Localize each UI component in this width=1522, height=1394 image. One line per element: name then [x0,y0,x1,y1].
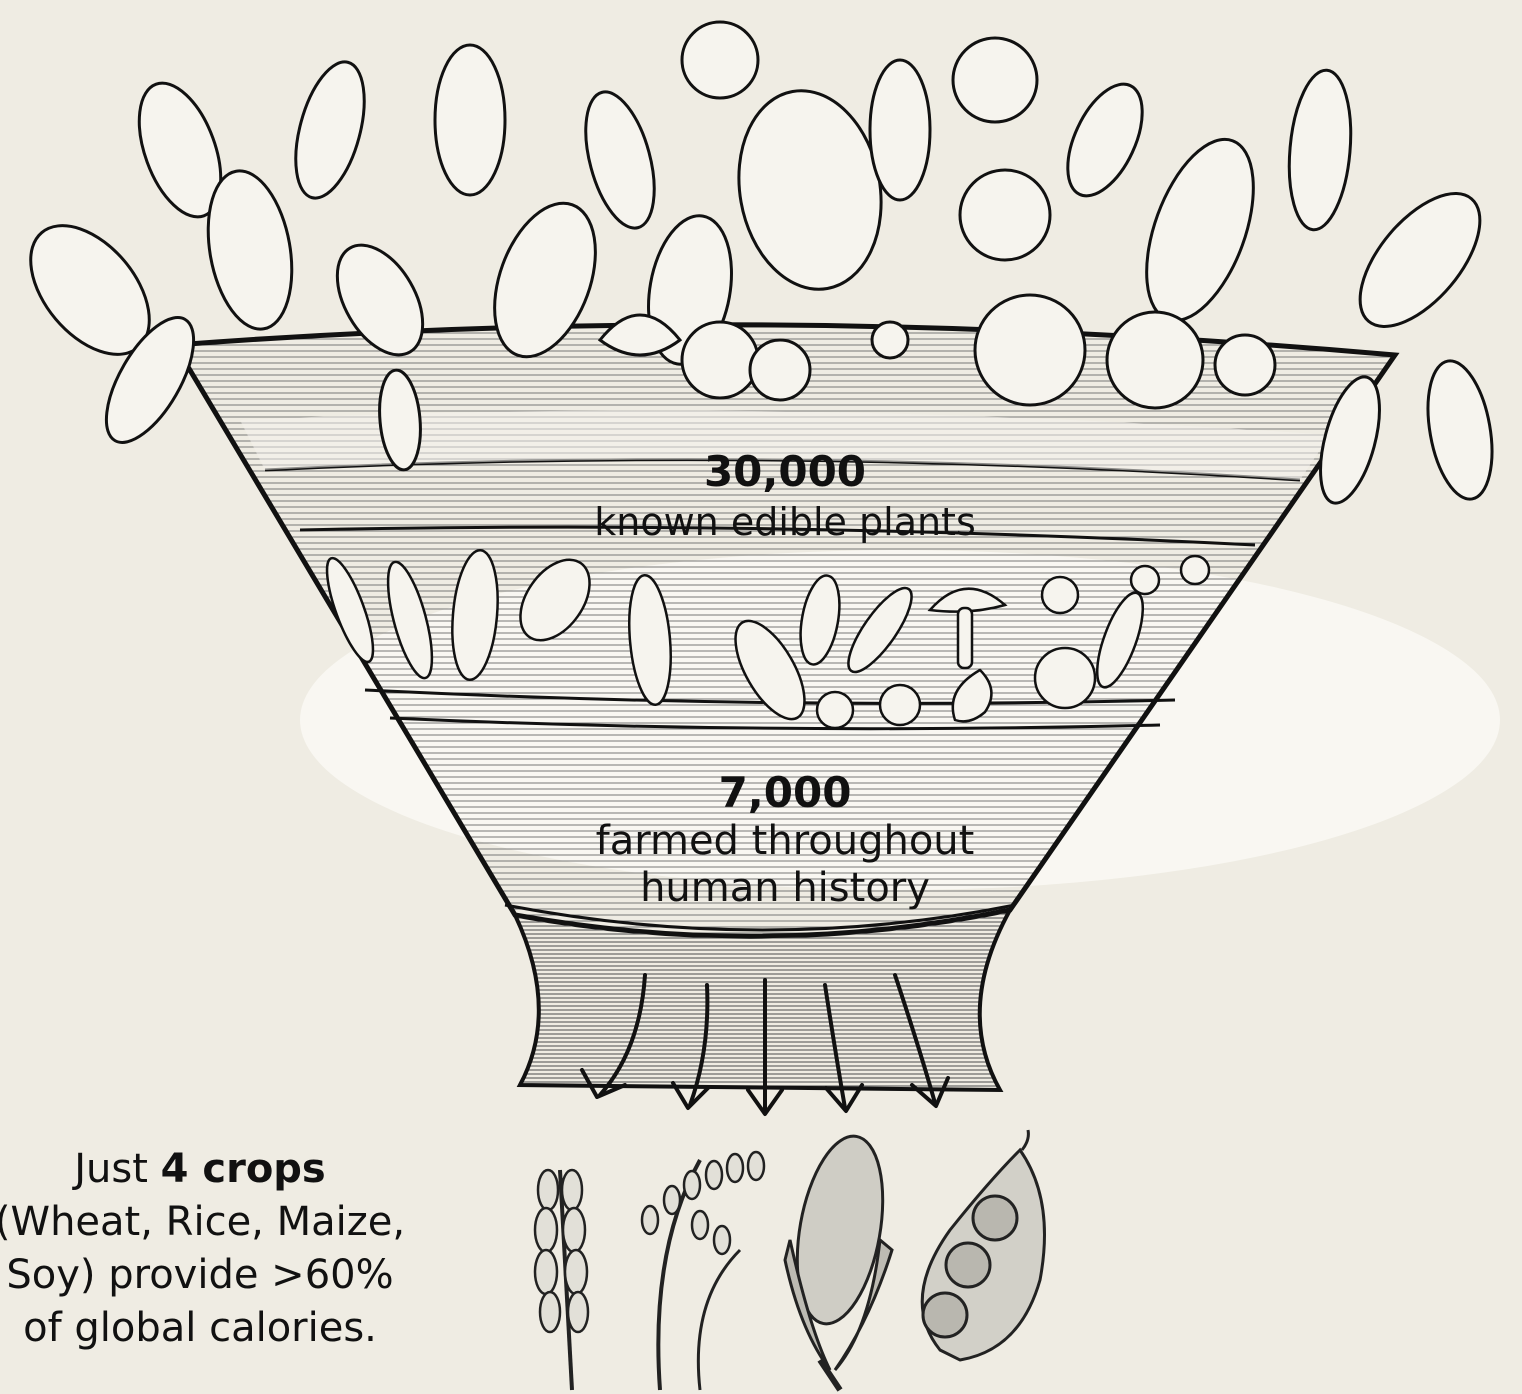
four-crops-headline: Just 4 crops [0,1143,420,1196]
wheat-icon [535,1170,588,1390]
edible-plants-description: known edible plants [560,498,1010,546]
rice-icon [642,1152,764,1390]
four-crops-line-2: Soy) provide >60% [0,1249,420,1302]
four-crops-prefix: Just [74,1146,160,1192]
four-crops-highlight: 4 crops [161,1146,326,1192]
corn-icon [784,1129,896,1390]
farmed-plants-description-line-1: farmed throughout [560,818,1010,865]
edible-plants-count: 30,000 [560,446,1010,498]
four-crops-line-1: (Wheat, Rice, Maize, [0,1196,420,1249]
four-crops-line-3: of global calories. [0,1302,420,1355]
edible-plants-label: 30,000 known edible plants [560,446,1010,546]
four-crops-note: Just 4 crops (Wheat, Rice, Maize, Soy) p… [0,1143,420,1355]
farmed-plants-count: 7,000 [560,768,1010,818]
soybean-pod-icon [922,1130,1044,1360]
farmed-plants-description-line-2: human history [560,865,1010,912]
farmed-plants-label: 7,000 farmed throughout human history [560,768,1010,912]
